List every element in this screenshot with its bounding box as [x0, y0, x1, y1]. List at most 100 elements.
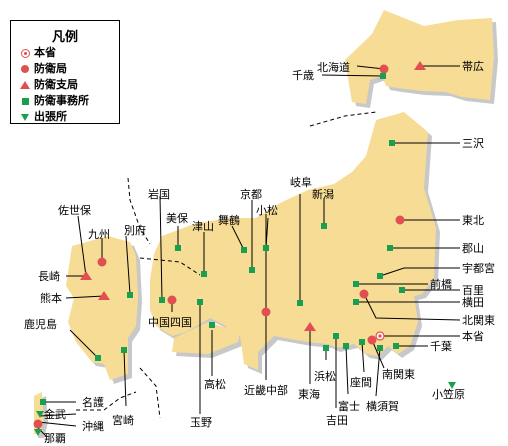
bureau-kinkichubu: [261, 307, 271, 317]
label-chiba: 千葉: [430, 339, 452, 353]
legend-label: 防衛事務所: [34, 94, 89, 107]
office-kyoto: [249, 267, 255, 273]
office-yokota: [353, 299, 359, 305]
bureau-tohoku: [395, 215, 405, 225]
bureau-okinawa: [33, 419, 43, 429]
office-fuji: [343, 343, 349, 349]
hq-honsho-dot: [378, 334, 382, 338]
label-niigata: 新潟: [312, 187, 334, 201]
label-tsuyama: 津山: [192, 220, 214, 233]
label-miyazaki: 宮崎: [112, 413, 134, 427]
label-maizuru: 舞鶴: [218, 213, 240, 227]
legend-item-field: 出張所: [19, 109, 67, 125]
legend-title: 凡例: [51, 30, 78, 45]
label-ogasawara: 小笠原: [432, 387, 465, 401]
label-hamamatsu: 浜松: [314, 369, 336, 383]
office-maebashi: [353, 281, 359, 287]
branch-kumamoto: [98, 291, 110, 300]
legend-item-hq: 本省: [19, 45, 56, 61]
office-utsunomiya: [377, 273, 383, 279]
legend-item-branch: 防衛支局: [19, 77, 78, 93]
label-kin: 金武: [44, 407, 66, 421]
legend: 凡例 本省 防衛局 防衛支局 防衛事務所 出張所: [10, 20, 120, 124]
legend-label: 防衛局: [34, 62, 67, 75]
bureau-kitakanto: [359, 289, 369, 299]
office-miyazaki: [121, 347, 127, 353]
office-chitose: [380, 73, 386, 79]
legend-label: 本省: [34, 46, 56, 59]
office-yokosuka: [377, 345, 383, 351]
office-kagoshima: [95, 355, 101, 361]
bureau-minamikanto: [367, 335, 377, 345]
label-koriyama: 郡山: [462, 242, 484, 255]
branch-tokai: [304, 322, 316, 331]
office-tamano: [197, 299, 203, 305]
label-kumamoto: 熊本: [40, 291, 62, 305]
label-beppu: 別府: [124, 223, 146, 237]
office-misawa: [389, 140, 395, 146]
label-yoshida: 吉田: [326, 414, 348, 427]
region-borders: [76, 111, 377, 419]
label-nagasaki: 長崎: [38, 269, 60, 283]
label-obihiro: 帯広: [462, 60, 484, 73]
field-office-icon: [21, 113, 29, 121]
bureau-icon: [21, 65, 29, 73]
office-chiba: [393, 343, 399, 349]
label-fuji: 富士: [338, 399, 360, 413]
legend-item-bureau: 防衛局: [19, 61, 67, 77]
office-niigata: [321, 223, 327, 229]
label-gifu: 岐阜: [290, 176, 312, 189]
bureau-chugokushikoku: [167, 295, 177, 305]
office-nago: [40, 399, 46, 405]
office-zama: [359, 339, 365, 345]
label-misawa: 三沢: [462, 136, 484, 150]
label-yokota: 横田: [462, 295, 484, 309]
office-icon: [21, 97, 29, 105]
label-kyoto: 京都: [240, 187, 262, 201]
label-nago: 名護: [82, 395, 104, 409]
office-koriyama: [387, 245, 393, 251]
label-komatsu: 小松: [256, 203, 278, 217]
label-sasebo: 佐世保: [58, 203, 91, 217]
legend-label: 防衛支局: [34, 78, 78, 91]
branch-sasebo: [80, 271, 92, 280]
label-honsho: 本省: [462, 329, 484, 343]
office-gifu: [297, 300, 303, 306]
label-utsunomiya: 宇都宮: [462, 261, 495, 275]
label-hokkaido: 北海道: [317, 60, 350, 74]
label-tamano: 玉野: [190, 416, 212, 429]
label-hyakuri: 百里: [462, 284, 484, 297]
label-zama: 座間: [350, 375, 372, 389]
bureau-kyushu: [97, 257, 107, 267]
label-mio: 美保: [166, 211, 188, 225]
office-takamatsu: [209, 322, 215, 328]
field-kin: [36, 411, 44, 418]
label-takamatsu: 高松: [204, 377, 226, 391]
bureau-hokkaido: [379, 64, 389, 74]
field-ogasawara: [448, 382, 456, 389]
office-yoshida: [333, 333, 339, 339]
hq-icon: [20, 48, 30, 58]
label-okinawa: 沖縄: [82, 419, 104, 433]
label-maebashi: 前橋: [430, 277, 452, 291]
label-tokai: 東海: [298, 387, 320, 401]
markers: [33, 61, 456, 436]
label-iwakuni: 岩国: [148, 187, 170, 201]
office-mio: [175, 245, 181, 251]
branch-obihiro: [414, 61, 426, 70]
label-chugokushikoku: 中国四国: [148, 316, 192, 329]
office-hyakuri: [399, 287, 405, 293]
office-hamamatsu: [323, 345, 329, 351]
label-kinkichubu: 近畿中部: [244, 383, 288, 397]
field-naha: [34, 429, 42, 436]
legend-item-office: 防衛事務所: [19, 93, 89, 109]
legend-label: 出張所: [34, 110, 67, 123]
office-iwakuni: [159, 297, 165, 303]
label-kitakanto: 北関東: [462, 314, 495, 327]
label-tohoku: 東北: [462, 214, 484, 227]
label-minamikanto: 南関東: [382, 368, 415, 381]
office-komatsu: [263, 245, 269, 251]
office-beppu: [127, 292, 133, 298]
label-kyushu: 九州: [88, 228, 110, 241]
